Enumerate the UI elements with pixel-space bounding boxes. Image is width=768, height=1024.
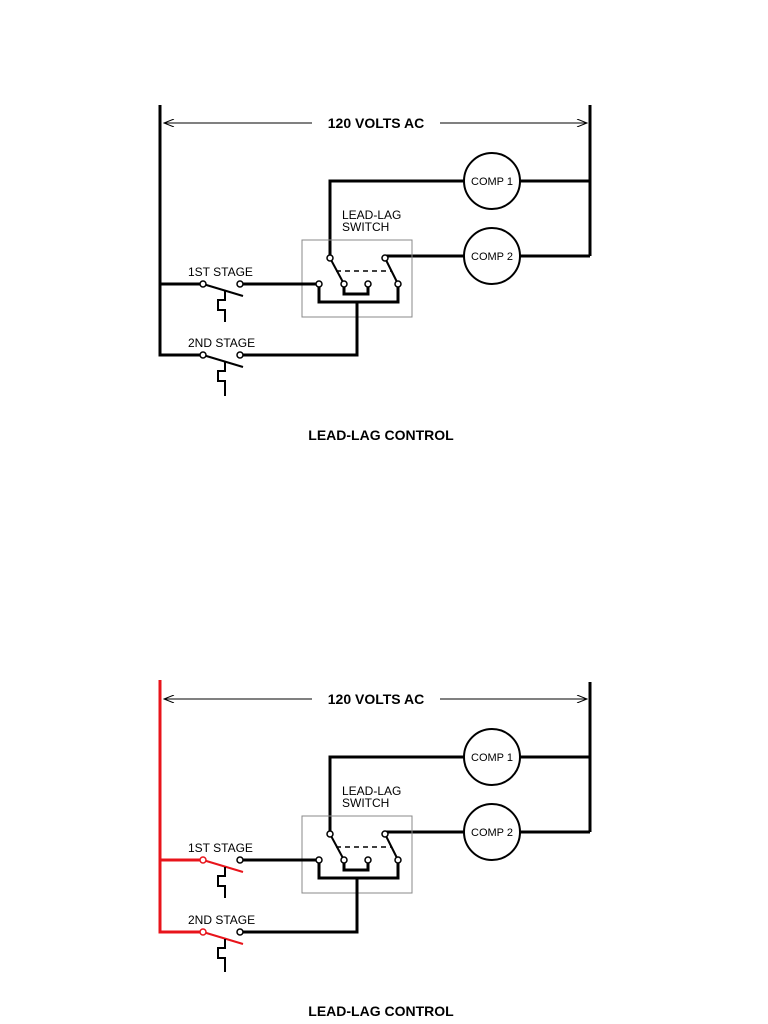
diagram-top: 120 VOLTS AC COMP 1 COMP 2 LEAD-LAG SWIT… [158,105,592,443]
stage1-label: 1ST STAGE [188,841,253,855]
stage2-thermostat-actuator [217,939,226,972]
switch-terminal [315,280,323,288]
comp1-circle [463,728,521,786]
stage1-thermostat-actuator [217,867,226,898]
stage1-contact-blade [202,283,244,297]
stage2-terminal [236,351,244,359]
switch-terminal [364,856,372,864]
caption: LEAD-LAG CONTROL [308,1003,454,1019]
stage1-contact-blade-energized [202,859,244,873]
switch-terminal [381,830,389,838]
comp1-wire [328,755,464,834]
switch-terminal [340,280,348,288]
switch-terminal [326,254,334,262]
switch-label-line2: SWITCH [342,796,389,810]
comp1-wire [328,179,464,258]
stage2-terminal [199,928,207,936]
diagram-bottom: 120 VOLTS AC COMP 1 COMP 2 LEAD-LAG SWIT… [158,680,592,1019]
stage2-contact-blade-energized [202,931,244,945]
stage2-terminal [236,928,244,936]
stage1-label: 1ST STAGE [188,265,253,279]
comp1-circle [463,152,521,210]
voltage-label: 120 VOLTS AC [328,691,424,707]
switch-terminal [340,856,348,864]
comp2-circle [463,227,521,285]
switch-center-bus [342,860,370,872]
switch-terminal [381,254,389,262]
stage2-output-wire [243,878,359,934]
stage2-label: 2ND STAGE [188,913,255,927]
stage2-label: 2ND STAGE [188,336,255,350]
stage2-output-wire [243,302,359,357]
voltage-label: 120 VOLTS AC [328,115,424,131]
comp2-label: COMP 2 [471,251,513,263]
switch-label-line1: LEAD-LAG [342,208,401,222]
stage1-terminal [236,856,244,864]
switch-terminal [394,856,402,864]
stage1-terminal [236,280,244,288]
comp1-label: COMP 1 [471,176,513,188]
comp2-label: COMP 2 [471,827,513,839]
comp1-label: COMP 1 [471,752,513,764]
stage2-contact-blade [202,354,244,368]
switch-terminal [315,856,323,864]
switch-label-line2: SWITCH [342,220,389,234]
switch-center-bus [342,284,370,296]
stage1-terminal [199,856,207,864]
stage1-thermostat-actuator [217,291,226,322]
switch-terminal [326,830,334,838]
comp2-circle [463,803,521,861]
caption: LEAD-LAG CONTROL [308,427,454,443]
stage1-terminal [199,280,207,288]
left-supply-line [158,105,200,357]
switch-terminal [364,280,372,288]
stage2-terminal [199,351,207,359]
stage2-thermostat-actuator [217,362,226,396]
left-supply-line-energized [158,680,200,934]
switch-terminal [394,280,402,288]
switch-label-line1: LEAD-LAG [342,784,401,798]
